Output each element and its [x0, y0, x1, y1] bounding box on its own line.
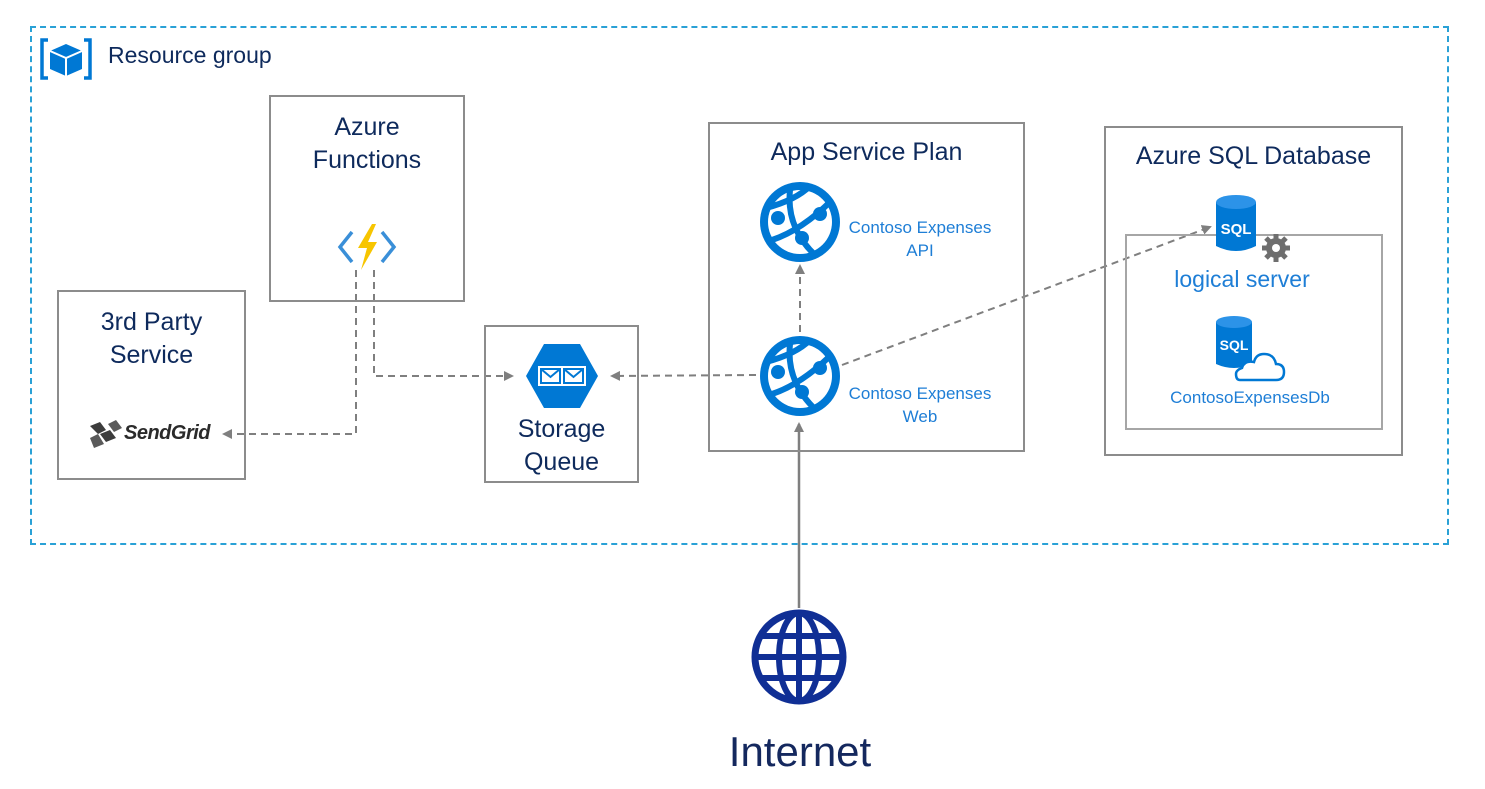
azure-sql-database-box: Azure SQL Database	[1104, 126, 1403, 456]
contoso-expenses-web-label: Contoso Expenses Web	[848, 384, 992, 426]
third-party-service-box: 3rd Party Service	[57, 290, 246, 480]
azure-functions-title: Azure Functions	[312, 113, 422, 174]
storage-queue-box: Storage Queue	[484, 325, 639, 483]
resource-group-cube-icon	[40, 38, 92, 80]
third-party-service-title: 3rd Party Service	[100, 308, 203, 369]
gear-icon	[1262, 234, 1290, 262]
cloud-icon	[1234, 352, 1286, 382]
contoso-expenses-api-label: Contoso Expenses API	[848, 218, 992, 260]
app-service-plan-title: App Service Plan	[770, 138, 963, 166]
sql-icon-text: SQL	[1221, 221, 1252, 238]
internet-label: Internet	[728, 728, 872, 775]
internet-globe-icon	[751, 609, 847, 705]
azure-functions-box: Azure Functions	[269, 95, 465, 302]
sendgrid-provider-label: SendGrid	[124, 422, 211, 444]
web-app-api-globe-icon	[760, 182, 840, 262]
sql-db-icon-text: SQL	[1220, 337, 1249, 353]
sql-logical-server-icon: SQL	[1216, 195, 1290, 262]
web-app-web-globe-icon	[760, 336, 840, 416]
storage-queue-title: Storage Queue	[517, 415, 606, 476]
resource-group-label: Resource group	[108, 42, 272, 68]
contoso-expenses-db-label: ContosoExpensesDb	[1170, 388, 1330, 407]
azure-sql-database-title: Azure SQL Database	[1135, 142, 1372, 170]
sql-database-icon: SQL	[1216, 316, 1286, 382]
resource-group-container	[30, 26, 1449, 545]
storage-queue-icon	[526, 344, 598, 408]
sendgrid-logo-icon	[90, 420, 122, 448]
logical-server-label: logical server	[1174, 266, 1310, 292]
app-service-plan-box: App Service Plan	[708, 122, 1025, 452]
azure-functions-icon	[337, 224, 397, 270]
